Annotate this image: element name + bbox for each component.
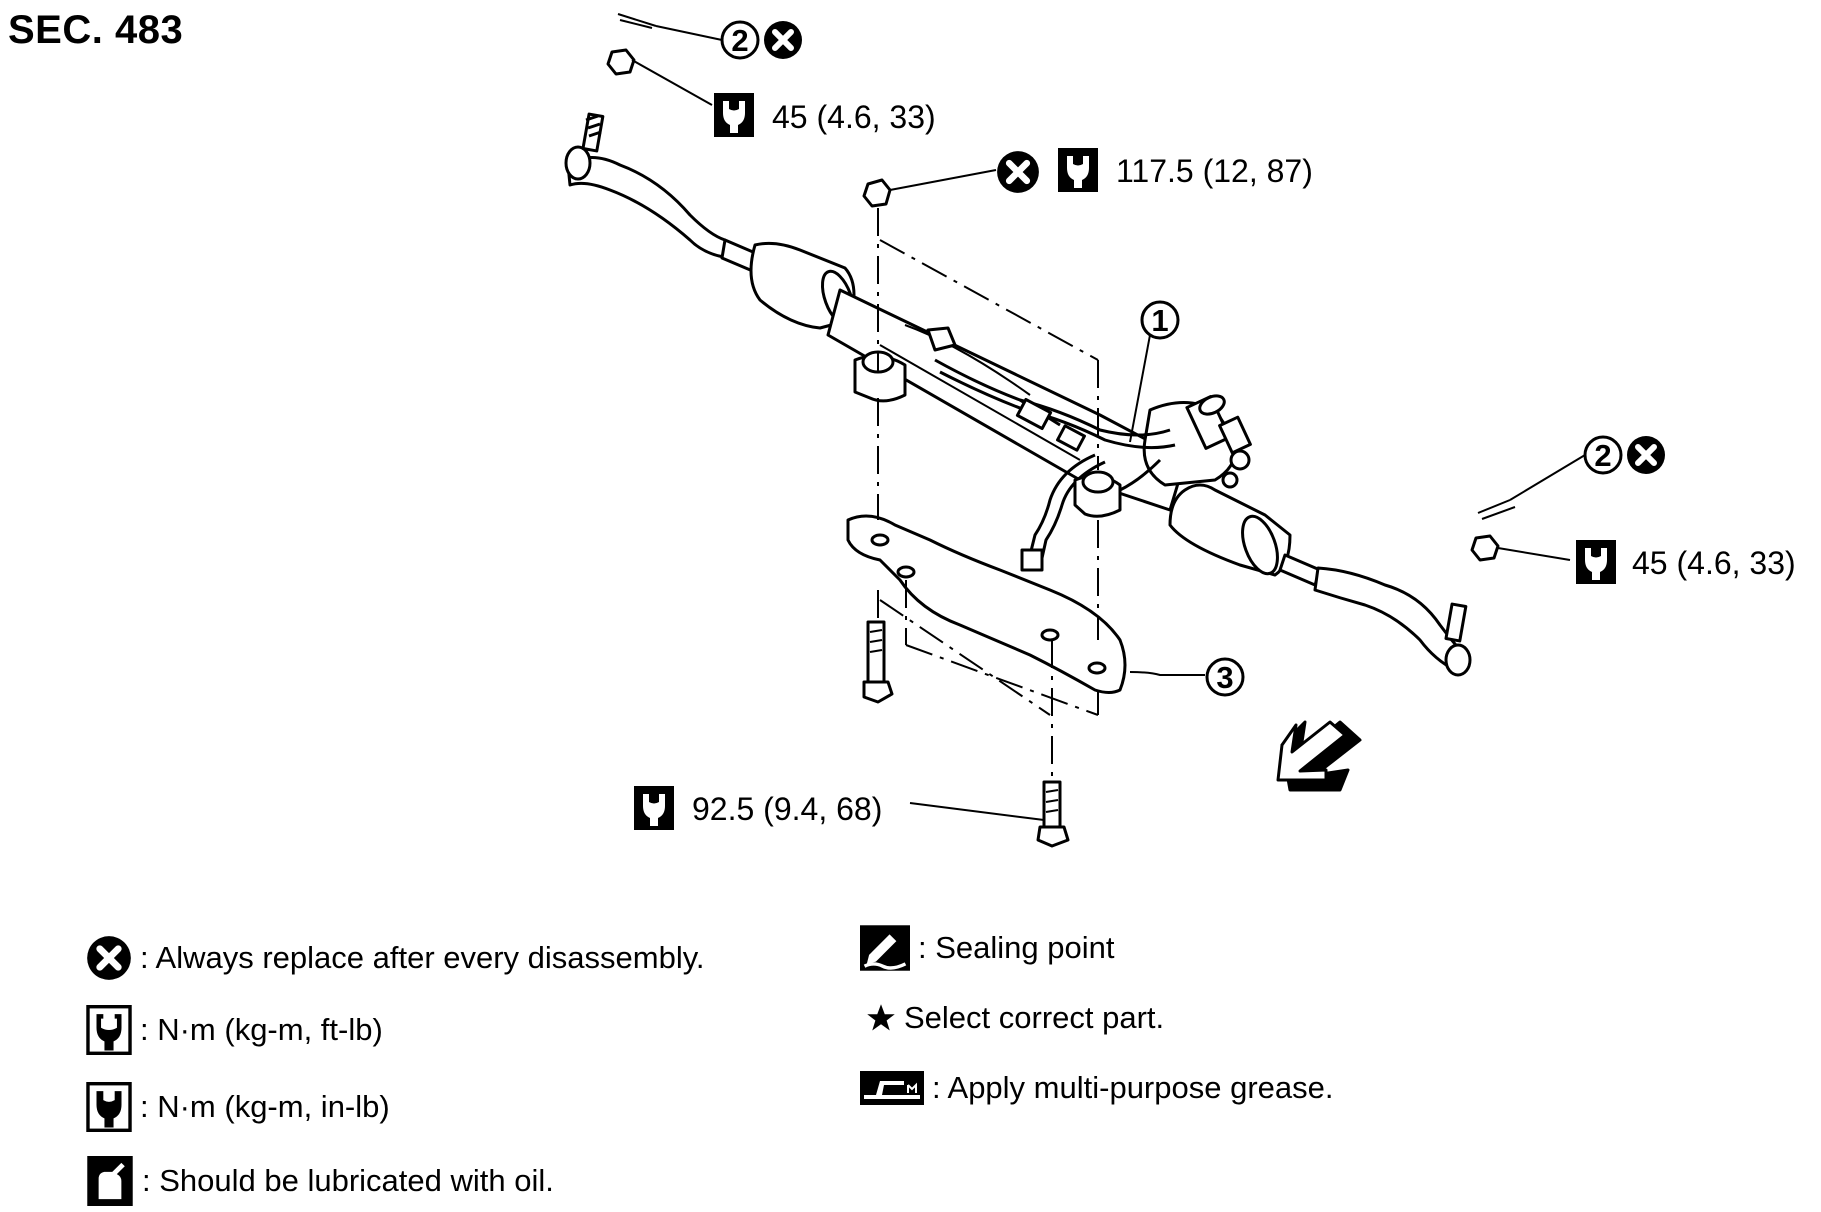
legend-item-torque-ftlb: : N·m (kg-m, ft-lb) bbox=[86, 1005, 383, 1055]
torque-ftlb-icon bbox=[1576, 540, 1616, 584]
cotter-pin-left bbox=[617, 13, 657, 29]
torque-ftlb-icon bbox=[714, 93, 754, 137]
legend-item-replace: : Always replace after every disassembly… bbox=[86, 935, 705, 981]
legend-label: : N·m (kg-m, ft-lb) bbox=[140, 1012, 383, 1047]
right-tie-rod-end bbox=[1313, 566, 1472, 677]
mounting-plate bbox=[846, 514, 1127, 694]
legend-item-star: Select correct part. bbox=[866, 1000, 1164, 1036]
callout-2-right: 2 bbox=[1583, 436, 1665, 474]
torque-mounting-nut-top: 117.5 (12, 87) bbox=[997, 148, 1313, 193]
rack-housing bbox=[826, 288, 1187, 512]
torque-ftlb-icon bbox=[634, 786, 674, 830]
legend-label: : Should be lubricated with oil. bbox=[142, 1163, 554, 1198]
component-number-2-right: 2 bbox=[1594, 438, 1611, 473]
torque-mounting-bolt-bottom: 92.5 (9.4, 68) bbox=[634, 786, 882, 830]
callout-2-top: 2 bbox=[720, 21, 802, 59]
leader-lines bbox=[631, 25, 1586, 821]
legend-item-grease: : Apply multi-purpose grease. bbox=[860, 1070, 1334, 1106]
torque-value: 117.5 (12, 87) bbox=[1116, 153, 1313, 189]
legend-label: : Always replace after every disassembly… bbox=[140, 940, 705, 975]
legend-label: Select correct part. bbox=[904, 1000, 1165, 1035]
cotter-pin-right bbox=[1477, 499, 1516, 520]
steering-gear-assembly bbox=[564, 48, 1500, 848]
legend-label: : N·m (kg-m, in-lb) bbox=[140, 1089, 390, 1124]
replace-icon bbox=[764, 21, 802, 59]
torque-value: 45 (4.6, 33) bbox=[772, 99, 936, 135]
legend-item-torque-inlb: : N·m (kg-m, in-lb) bbox=[86, 1082, 390, 1132]
legend-label: : Sealing point bbox=[918, 930, 1115, 965]
legend-label: : Apply multi-purpose grease. bbox=[932, 1070, 1334, 1105]
component-number-3: 3 bbox=[1216, 660, 1233, 695]
replace-icon bbox=[997, 151, 1039, 193]
replace-icon bbox=[87, 936, 131, 980]
replace-icon bbox=[1627, 436, 1665, 474]
torque-ftlb-icon bbox=[86, 1005, 132, 1055]
section-label: SEC. 483 bbox=[8, 8, 184, 52]
torque-tie-rod-right: 45 (4.6, 33) bbox=[1576, 540, 1796, 584]
front-direction-arrow-icon bbox=[1276, 720, 1362, 792]
left-tie-rod-nut bbox=[606, 48, 636, 76]
bottom-mounting-bolt bbox=[1036, 780, 1070, 848]
top-mounting-nut bbox=[862, 178, 892, 208]
grease-icon bbox=[860, 1071, 924, 1105]
oil-can-icon bbox=[87, 1156, 133, 1206]
torque-tie-rod-left: 45 (4.6, 33) bbox=[714, 93, 936, 137]
left-mounting-bolt bbox=[862, 620, 894, 704]
torque-ftlb-icon bbox=[1058, 148, 1098, 192]
torque-value: 45 (4.6, 33) bbox=[1632, 545, 1796, 581]
torque-inlb-icon bbox=[86, 1082, 132, 1132]
star-icon bbox=[867, 1004, 895, 1031]
component-number-1: 1 bbox=[1151, 303, 1168, 338]
torque-value: 92.5 (9.4, 68) bbox=[692, 791, 882, 827]
callout-1: 1 bbox=[1140, 300, 1180, 340]
legend-item-sealing: : Sealing point bbox=[860, 925, 1114, 971]
callout-3: 3 bbox=[1205, 657, 1245, 697]
sealing-point-icon bbox=[860, 925, 910, 971]
left-tie-rod-end bbox=[564, 112, 732, 260]
pinion-valve-body bbox=[1142, 394, 1252, 489]
alignment-lines bbox=[877, 208, 1099, 780]
component-number-2-top: 2 bbox=[731, 23, 748, 58]
legend-item-oil: : Should be lubricated with oil. bbox=[86, 1156, 554, 1206]
hydraulic-lines bbox=[934, 358, 1176, 559]
right-tie-rod-nut bbox=[1470, 534, 1500, 562]
